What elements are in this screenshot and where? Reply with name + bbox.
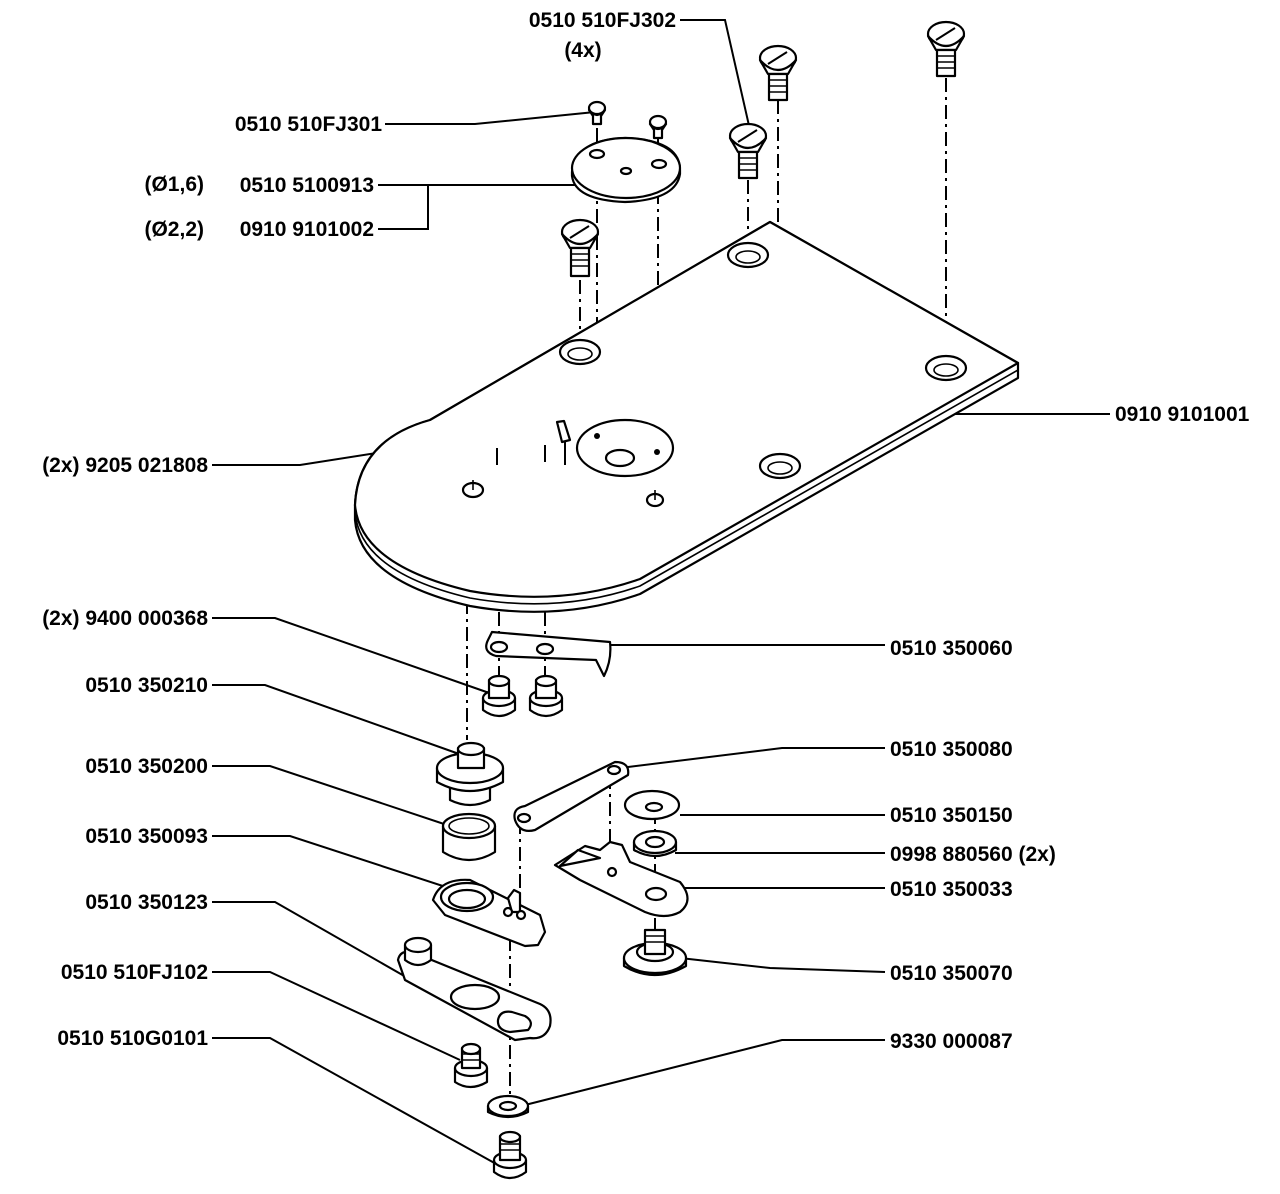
label-fj301: 0510 510FJ301 — [235, 113, 382, 136]
label-5100913: 0510 5100913 — [240, 174, 374, 197]
part-labels: 0510 510FJ302 (4x) 0510 510FJ301 (Ø1,6) … — [42, 9, 1249, 1053]
label-350150: 0510 350150 — [890, 804, 1013, 827]
label-350060: 0510 350060 — [890, 637, 1013, 660]
screw-350070 — [622, 928, 688, 976]
label-fj102: 0510 510FJ102 — [61, 961, 208, 984]
label-350210: 0510 350210 — [85, 674, 208, 697]
sleeve-350200 — [441, 812, 497, 862]
circular-plate — [570, 136, 682, 204]
label-d22: (Ø2,2) — [144, 218, 204, 241]
washer-350150 — [623, 789, 681, 821]
label-9101002: 0910 9101002 — [240, 218, 374, 241]
label-fj302-qty: (4x) — [564, 39, 601, 62]
label-fj302: 0510 510FJ302 — [529, 9, 676, 32]
arm-350093 — [431, 878, 547, 948]
label-d16: (Ø1,6) — [144, 173, 204, 196]
bracket-350060 — [485, 630, 612, 678]
label-350123: 0510 350123 — [85, 891, 208, 914]
base-plate — [353, 220, 1020, 613]
lever-350033 — [553, 840, 689, 918]
screw-g0101 — [492, 1130, 528, 1180]
stepped-bushing-350210 — [435, 741, 505, 807]
label-9205: (2x) 9205 021808 — [42, 454, 208, 477]
label-350200: 0510 350200 — [85, 755, 208, 778]
washer-9330 — [486, 1094, 530, 1119]
label-880560: 0998 880560 (2x) — [890, 843, 1056, 866]
label-9101001: 0910 9101001 — [1115, 403, 1250, 426]
screw-fj102 — [453, 1042, 489, 1089]
countersunk-screws — [560, 20, 966, 278]
link-350080 — [513, 760, 630, 832]
label-9330: 9330 000087 — [890, 1030, 1013, 1053]
washer-880560 — [632, 829, 678, 858]
label-350093: 0510 350093 — [85, 825, 208, 848]
label-9400: (2x) 9400 000368 — [42, 607, 208, 630]
arm-350123 — [396, 936, 552, 1042]
label-350033: 0510 350033 — [890, 878, 1013, 901]
bushings-9400 — [481, 674, 564, 718]
label-g0101: 0510 510G0101 — [57, 1027, 208, 1050]
leader-lines — [212, 19, 1110, 1166]
label-350080: 0510 350080 — [890, 738, 1013, 761]
label-350070: 0510 350070 — [890, 962, 1013, 985]
